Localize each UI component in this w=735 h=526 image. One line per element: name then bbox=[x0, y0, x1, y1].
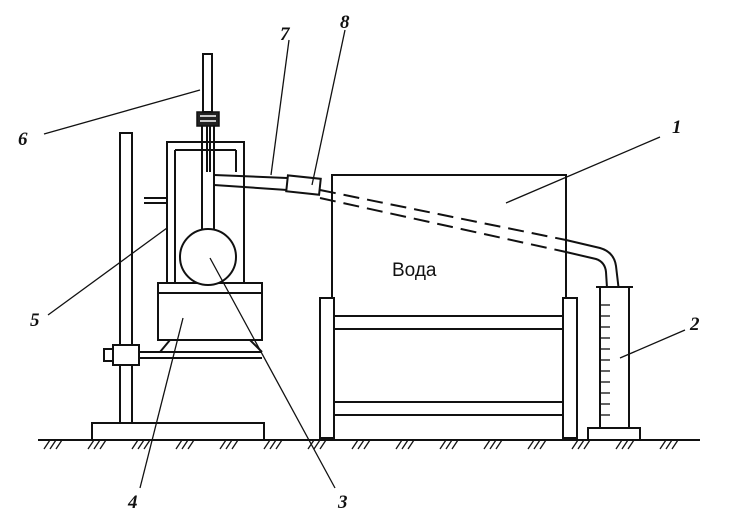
ground-hatch-mark bbox=[319, 439, 327, 450]
ground-hatch-mark bbox=[187, 439, 195, 450]
label-7: 7 bbox=[280, 24, 291, 45]
ground-hatch-mark bbox=[43, 439, 51, 450]
ground-hatch-mark bbox=[263, 439, 271, 450]
label-3: 3 bbox=[337, 492, 348, 513]
ground-hatch-mark bbox=[357, 439, 365, 450]
ground-hatch-mark bbox=[439, 439, 447, 450]
ground-hatch-mark bbox=[181, 439, 189, 450]
distillation-flask bbox=[179, 120, 237, 286]
label-8: 8 bbox=[340, 12, 350, 33]
ground-hatch-mark bbox=[225, 439, 233, 450]
vapor-tube bbox=[213, 174, 288, 191]
ground-hatch-mark bbox=[137, 439, 145, 450]
ground-hatch-mark bbox=[351, 439, 359, 450]
ground-hatch-mark bbox=[401, 439, 409, 450]
label-4: 4 bbox=[127, 492, 138, 513]
ground-hatch-mark bbox=[363, 439, 371, 450]
ground-hatch-mark bbox=[627, 439, 635, 450]
heater-stand bbox=[158, 339, 263, 353]
label-6: 6 bbox=[18, 129, 28, 150]
ground-hatch-mark bbox=[175, 439, 183, 450]
water-label: Вода bbox=[392, 260, 437, 281]
ground-hatch-mark bbox=[55, 439, 63, 450]
ground-hatch-mark bbox=[395, 439, 403, 450]
label-1: 1 bbox=[672, 117, 682, 138]
ground-hatch-mark bbox=[49, 439, 57, 450]
thermometer bbox=[196, 53, 220, 172]
ground-hatch-mark bbox=[313, 439, 321, 450]
ground-hatch-mark bbox=[489, 439, 497, 450]
graduated-cylinder bbox=[587, 286, 641, 441]
heater bbox=[157, 282, 263, 341]
ground-hatch-mark bbox=[143, 439, 151, 450]
ground-hatch-mark bbox=[99, 439, 107, 450]
ground-hatch-mark bbox=[269, 439, 277, 450]
ground-hatch-mark bbox=[583, 439, 591, 450]
ground-hatch-mark bbox=[451, 439, 459, 450]
ground-hatch-mark bbox=[671, 439, 679, 450]
ground-hatch-mark bbox=[219, 439, 227, 450]
ground-hatch-mark bbox=[577, 439, 585, 450]
ground-hatch-mark bbox=[615, 439, 623, 450]
tank-support bbox=[319, 297, 578, 439]
ground-hatch-mark bbox=[533, 439, 541, 450]
leader-lines bbox=[43, 29, 686, 489]
ground bbox=[38, 439, 700, 450]
ground-hatch-mark bbox=[483, 439, 491, 450]
ground-hatch-mark bbox=[445, 439, 453, 450]
ground-hatch-mark bbox=[527, 439, 535, 450]
ground-hatch-mark bbox=[571, 439, 579, 450]
ground-hatch-mark bbox=[539, 439, 547, 450]
ground-hatch-mark bbox=[275, 439, 283, 450]
label-2: 2 bbox=[689, 314, 700, 335]
water-tank-condenser bbox=[319, 174, 621, 317]
ring-stand bbox=[91, 132, 265, 441]
label-5: 5 bbox=[30, 310, 40, 331]
rubber-connector bbox=[285, 174, 322, 196]
ground-hatch-mark bbox=[495, 439, 503, 450]
ground-hatch-mark bbox=[231, 439, 239, 450]
ground-hatch-mark bbox=[87, 439, 95, 450]
ground-hatch-mark bbox=[665, 439, 673, 450]
ground-hatch-mark bbox=[407, 439, 415, 450]
ground-hatch-mark bbox=[93, 439, 101, 450]
ground-hatch-mark bbox=[659, 439, 667, 450]
ground-hatch-mark bbox=[131, 439, 139, 450]
ground-hatch-mark bbox=[621, 439, 629, 450]
